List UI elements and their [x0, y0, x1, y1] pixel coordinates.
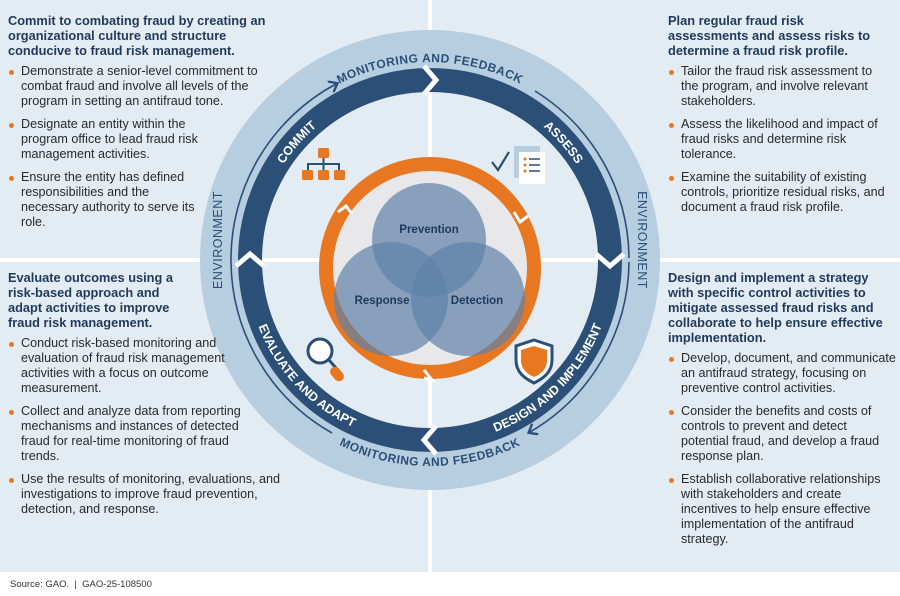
shield-icon: [514, 338, 554, 385]
source-footer: Source: GAO. | GAO-25-108500: [10, 579, 152, 590]
assess-heading: Plan regular fraud risk assessments and …: [668, 13, 871, 58]
org-chart-icon: [302, 148, 345, 180]
orange-cycle-ring: [319, 157, 541, 379]
venn-diagram: Prevention Response Detection: [334, 183, 525, 356]
evaluate-heading: Evaluate outcomes using a risk-based app…: [8, 270, 173, 330]
venn-detection: [411, 242, 525, 356]
venn-label-response: Response: [355, 295, 410, 307]
assess-bullet: Assess the likelihood and impact of frau…: [668, 117, 893, 162]
commit-bullet: Ensure the entity has defined responsibi…: [8, 170, 196, 230]
panel-evaluate: Evaluate outcomes using a risk-based app…: [8, 270, 283, 525]
design-bullet: Establish collaborative relationships wi…: [668, 472, 886, 547]
design-bullet: Consider the benefits and costs of contr…: [668, 404, 886, 464]
panel-commit: Commit to combating fraud by creating an…: [8, 13, 270, 238]
venn-label-detection: Detection: [451, 295, 503, 307]
panel-assess: Plan regular fraud risk assessments and …: [668, 13, 893, 223]
evaluate-bullet: Use the results of monitoring, evaluatio…: [8, 472, 283, 517]
magnifier-icon: [306, 337, 344, 382]
environment-left: ENVIRONMENT: [211, 191, 225, 289]
commit-bullet: Designate an entity within the program o…: [8, 117, 216, 162]
assess-bullet: Examine the suitability of existing cont…: [668, 170, 893, 215]
design-bullet: Develop, document, and communicate an an…: [668, 351, 896, 396]
evaluate-bullet: Collect and analyze data from reporting …: [8, 404, 266, 464]
lifecycle-ring: [238, 68, 622, 452]
checklist-icon: [491, 146, 545, 184]
design-heading: Design and implement a strategy with spe…: [668, 270, 883, 345]
commit-heading: Commit to combating fraud by creating an…: [8, 13, 266, 58]
environment-right: ENVIRONMENT: [635, 191, 649, 289]
panel-design: Design and implement a strategy with spe…: [668, 270, 896, 555]
assess-bullet: Tailor the fraud risk assessment to the …: [668, 64, 893, 109]
feedback-arrows: [230, 84, 630, 433]
evaluate-bullet: Conduct risk-based monitoring and evalua…: [8, 336, 231, 396]
commit-bullet: Demonstrate a senior-level commitment to…: [8, 64, 266, 109]
ring-chevrons: [234, 64, 626, 456]
framework-diagram: MONITORING AND FEEDBACK MONITORING AND F…: [0, 0, 900, 572]
venn-label-prevention: Prevention: [399, 224, 458, 236]
